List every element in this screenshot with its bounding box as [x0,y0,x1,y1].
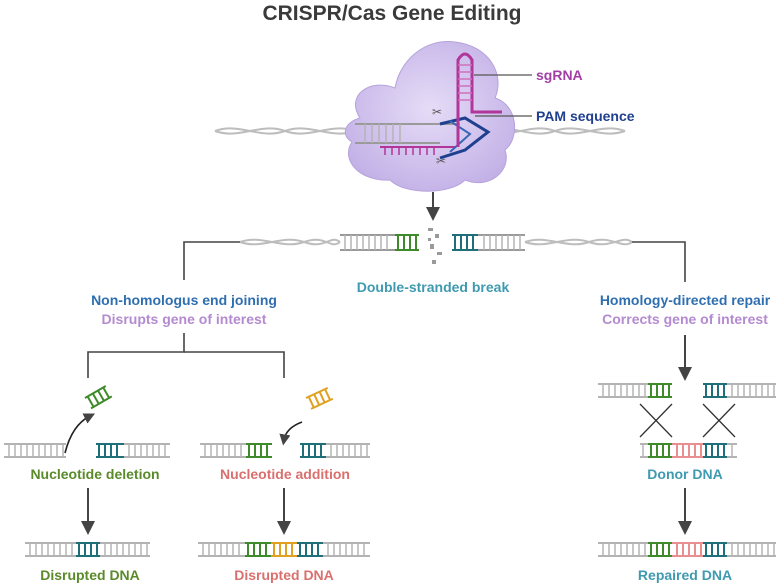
donor-label: Donor DNA [647,466,723,482]
repaired-dna-label: Repaired DNA [637,567,733,583]
scissors-icon: ✂ [436,154,446,168]
deletion-panel [4,385,170,557]
branch-right [632,241,686,282]
dsb-label: Double-stranded break [356,279,510,295]
sgrna-label: sgRNA [536,67,583,83]
scissors-icon: ✂ [432,105,442,119]
branch-left [183,241,240,280]
hdr-sub-label: Corrects gene of interest [602,311,768,327]
nhej-split-right [184,351,285,378]
hdr-panel [598,383,776,557]
disrupted-dna-mid-label: Disrupted DNA [234,567,334,583]
addition-label: Nucleotide addition [220,466,350,482]
disrupted-dna-left-label: Disrupted DNA [40,567,140,583]
nhej-split [87,333,185,378]
deletion-label: Nucleotide deletion [30,466,160,482]
nhej-sub-label: Disrupts gene of interest [101,311,267,327]
sgrna-hairpin [456,52,502,147]
pam-label: PAM sequence [536,108,635,124]
addition-panel [198,386,370,557]
page-title: CRISPR/Cas Gene Editing [262,2,522,25]
nhej-label: Non-homologus end joining [91,292,277,308]
hdr-label: Homology-directed repair [599,292,771,308]
broken-dna [239,228,633,264]
cas-complex: ✂ ✂ [214,41,626,192]
